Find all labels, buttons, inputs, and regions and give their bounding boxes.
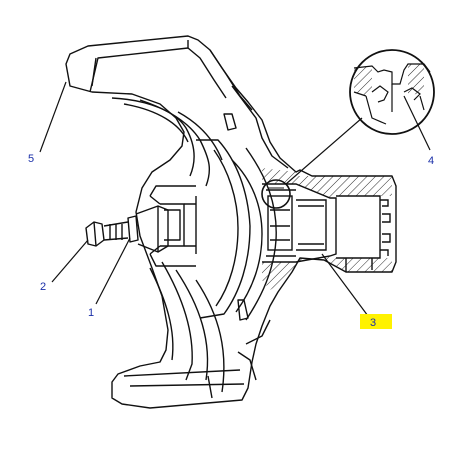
leader-line-5	[39, 81, 67, 153]
callout-4: 4	[428, 155, 434, 167]
callout-labels: 1 2 3 4 5	[28, 153, 434, 329]
leader-line-1	[95, 237, 131, 305]
hub-housing	[65, 35, 397, 409]
callout-2: 2	[40, 281, 46, 293]
leader-line-3	[321, 253, 369, 317]
callout-3-highlight	[360, 314, 392, 329]
detail-view-circle-small	[261, 179, 291, 209]
section-hatching	[262, 64, 424, 290]
bolt-assembly	[85, 185, 197, 267]
leader-line-4	[403, 95, 431, 151]
callout-3: 3	[370, 317, 376, 329]
leader-line-2	[51, 239, 89, 283]
detail-view-circle-large	[349, 49, 435, 135]
detail-connector-line	[285, 117, 363, 185]
leader-lines	[39, 81, 431, 317]
callout-1: 1	[88, 307, 94, 319]
callout-5: 5	[28, 153, 34, 165]
